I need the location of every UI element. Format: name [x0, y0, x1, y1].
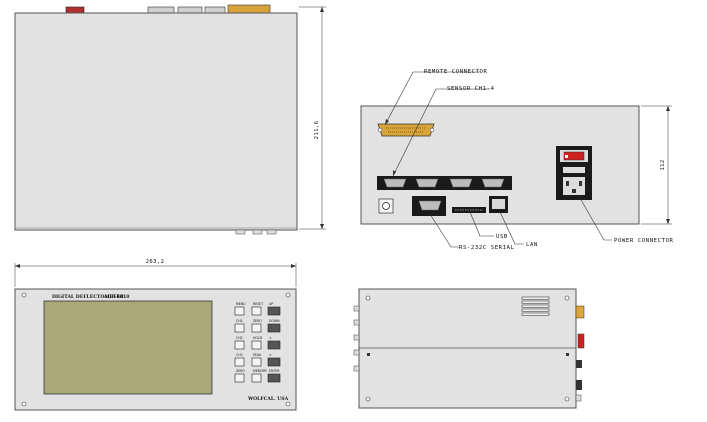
width-dimension-label: 263,2 — [146, 259, 165, 265]
keypad-key-label: < — [269, 336, 272, 340]
height-dimension-label: 112 — [660, 159, 666, 170]
front-view: 263,2 DIGITAL DEFLECTOMETER ACE-4010 WOL… — [14, 259, 297, 411]
keypad-key-label: CH3 — [236, 353, 243, 357]
usb-leader — [469, 211, 494, 237]
keypad-key-label: ZERO — [253, 319, 262, 323]
rear-view: 112 REMOTE CONNECTOR SENSOR CH1-4 RS-232… — [360, 69, 674, 251]
front-brand-label: DIGITAL DEFLECTOMETER — [52, 294, 124, 300]
keypad-key — [234, 357, 245, 367]
keypad-key-label: PEAK — [253, 353, 262, 357]
keypad-key-label: CH2 — [236, 336, 243, 340]
keypad-key — [267, 373, 281, 383]
keypad-key — [251, 306, 262, 316]
front-company-label: WOLFCAL. USA — [247, 396, 289, 402]
keypad-key — [251, 373, 262, 383]
side-view — [353, 288, 585, 409]
power-connector-leader — [579, 197, 612, 241]
sensor-ch-leader — [392, 88, 490, 177]
top-foot — [235, 229, 246, 235]
top-foot — [266, 229, 277, 235]
remote-connector-leader — [384, 71, 480, 126]
sensor-ch-port — [481, 178, 505, 188]
keypad-key-label: HOLD — [253, 336, 263, 340]
keypad-key-label: ENTER — [269, 369, 280, 373]
keypad-key-label: ZERO — [236, 369, 245, 373]
keypad-key — [234, 306, 245, 316]
keypad-key — [251, 357, 262, 367]
keypad-key — [251, 323, 262, 333]
keypad-key-label: MEMORY — [253, 369, 267, 373]
rs232c-label: RS-232C SERIAL — [459, 245, 515, 251]
top-foot — [252, 229, 263, 235]
keypad-key — [234, 340, 245, 350]
side-remote-connector — [575, 305, 585, 319]
keypad-key — [267, 357, 281, 367]
power-switch — [563, 151, 585, 161]
side-power-switch — [577, 333, 585, 349]
top-view: 211,6 — [14, 4, 326, 235]
keypad-key-label: CH1 — [236, 319, 243, 323]
usb-label: USB — [496, 234, 508, 240]
keypad-key-label: MENU — [236, 302, 246, 306]
keypad-key-label: DOWN — [269, 319, 280, 323]
sensor-ch-port — [449, 178, 473, 188]
power-module — [556, 146, 592, 200]
keypad-key — [251, 340, 262, 350]
keypad-key-label: > — [269, 353, 272, 357]
keypad-key — [267, 306, 281, 316]
sensor-ch-label: SENSOR CH1-4 — [447, 86, 495, 92]
keypad-key — [234, 323, 245, 333]
sensor-connector-strip — [377, 176, 512, 190]
vent-grille — [521, 296, 550, 316]
lcd-display — [43, 300, 213, 395]
remote-connector-db25 — [377, 123, 435, 137]
keypad-key-label: UP — [269, 302, 273, 306]
sensor-ch-port — [383, 178, 407, 188]
keypad-key — [267, 323, 281, 333]
power-connector-label: POWER CONNECTOR — [614, 238, 674, 244]
sensor-ch-port — [415, 178, 439, 188]
lan-leader — [499, 211, 524, 245]
depth-dimension-label: 211,6 — [314, 121, 320, 140]
lan-label: LAN — [526, 242, 538, 248]
keypad-key — [234, 373, 245, 383]
top-panel — [14, 12, 298, 231]
keypad-key — [267, 340, 281, 350]
remote-connector-label: REMOTE CONNECTOR — [424, 69, 488, 75]
keypad-key-label: RESET — [253, 302, 263, 306]
front-model-label: ACE-4010 — [103, 294, 130, 300]
rs232c-leader — [429, 213, 460, 248]
